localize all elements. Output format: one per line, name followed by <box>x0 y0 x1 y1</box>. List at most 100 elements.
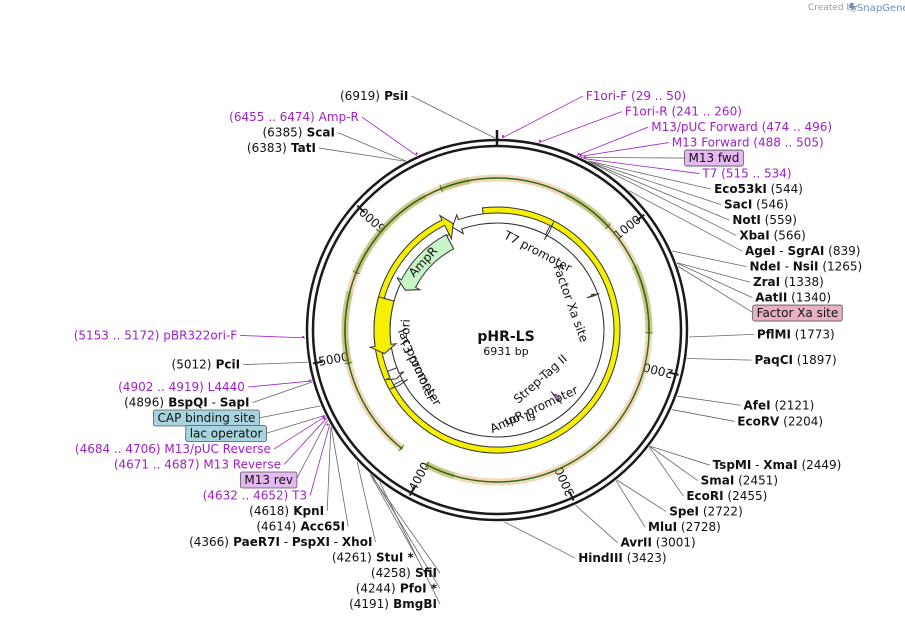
site-label-text: M13 fwd <box>688 151 739 165</box>
label-part: XmaI <box>763 458 797 472</box>
label-leader <box>240 335 306 339</box>
site-label-text: EcoRI (2455) <box>686 489 767 503</box>
label-part: (1340) <box>787 291 831 305</box>
label-leader <box>588 160 722 205</box>
label-part: (6455 .. 6474) <box>229 110 315 124</box>
site-label-6383-tati: (6383) TatI <box>247 141 316 155</box>
label-part: - <box>781 260 793 274</box>
site-label-text: (4244) PfoI * <box>356 582 438 596</box>
primer-mark <box>326 423 329 426</box>
site-label-text: SpeI (2722) <box>669 505 743 519</box>
label-leader <box>361 116 417 156</box>
label-part: T7 <box>701 167 717 181</box>
feature-arc-arrowhead <box>439 183 444 194</box>
label-part: KpnI <box>289 504 324 518</box>
label-part: SfiI <box>411 566 437 580</box>
label-part: (546) <box>752 198 788 212</box>
plasmid-name: pHR-LS <box>477 329 534 345</box>
label-leader <box>369 474 418 558</box>
tick-label: 5000 <box>317 350 350 369</box>
feature-ampr-arrow <box>396 234 455 291</box>
feature-lac-promoter-arrow <box>385 367 405 381</box>
label-leader <box>587 160 712 190</box>
site-label-text: (4632 .. 4652) T3 <box>203 489 307 503</box>
label-part: PspXI <box>292 535 330 549</box>
site-label-text: M13 Forward (488 .. 505) <box>672 136 824 150</box>
label-leader <box>252 381 313 403</box>
label-leader <box>379 481 441 605</box>
label-leader <box>538 111 622 143</box>
label-part: Eco53kI <box>714 182 767 196</box>
feature-factor-xa-site-arrow <box>586 292 600 299</box>
snapgene-logo-icon <box>849 3 856 12</box>
label-leader <box>283 418 327 465</box>
site-label-paqci-1897: PaqCI (1897) <box>755 353 837 367</box>
site-label-4671-4687-m13-reverse: (4671 .. 4687) M13 Reverse <box>114 458 281 472</box>
site-label-m13-rev: M13 rev <box>239 471 298 489</box>
site-label-text: M13/pUC Forward (474 .. 496) <box>651 120 832 134</box>
site-label-mlui-2728: MluI (2728) <box>648 520 721 534</box>
label-part: XhoI <box>342 535 373 549</box>
site-label-4614-acc65i: (4614) Acc65I <box>256 520 345 534</box>
label-leader <box>616 479 667 512</box>
label-leader <box>411 95 496 139</box>
label-part: (4244) <box>356 582 396 596</box>
feature-t3-promoter-arrow <box>390 378 409 390</box>
label-part: Amp-R <box>315 110 359 124</box>
label-part: - <box>330 535 342 549</box>
site-label-lac-operator: lac operator <box>185 425 267 442</box>
site-label-text: (6385) ScaI <box>263 126 335 140</box>
label-part: (2728) <box>677 520 721 534</box>
label-part: PfoI * <box>396 582 438 596</box>
label-part: (4261) <box>332 551 372 565</box>
label-leader <box>247 380 312 388</box>
label-part: (4632 .. 4652) <box>203 489 289 503</box>
site-label-4261-stui: (4261) StuI * <box>332 551 415 565</box>
label-part: (2455) <box>724 489 768 503</box>
site-label-text: AgeI - SgrAI (839) <box>745 244 860 258</box>
site-labels: F1ori-F (29 .. 50)F1ori-R (241 .. 260)M1… <box>74 89 862 611</box>
label-leader <box>676 262 751 283</box>
label-leader <box>295 419 328 481</box>
label-part: pBR322ori-F <box>159 328 237 342</box>
site-label-noti-559: NotI (559) <box>732 213 797 227</box>
site-label-avrii-3001: AvrII (3001) <box>620 536 695 550</box>
label-part: M13 fwd <box>688 151 739 165</box>
label-leader <box>273 415 326 450</box>
label-leader <box>330 426 349 527</box>
site-label-text: (4896) BspQI - SapI <box>124 396 249 410</box>
site-label-text: CAP binding site <box>157 411 255 425</box>
site-label-saci-546: SacI (546) <box>724 198 788 212</box>
label-leader <box>370 474 441 574</box>
feature-t7-promoter-arrow <box>543 221 555 240</box>
site-label-text: (4684 .. 4706) M13/pUC Reverse <box>75 442 271 456</box>
site-label-4896-bspqi-sapi: (4896) BspQI - SapI <box>124 396 249 410</box>
site-label-cap-binding-site: CAP binding site <box>153 409 260 427</box>
site-label-t7-515-534: T7 (515 .. 534) <box>701 167 791 181</box>
label-part: (566) <box>770 229 806 243</box>
site-label-text: AfeI (2121) <box>744 398 815 412</box>
label-leader <box>356 461 376 543</box>
label-part: M13/pUC Reverse <box>161 442 271 456</box>
site-label-4684-4706-m13-puc-reverse: (4684 .. 4706) M13/pUC Reverse <box>75 442 271 456</box>
site-label-text: HindIII (3423) <box>578 551 666 565</box>
label-part: (4896) <box>124 396 164 410</box>
site-label-text: (6919) PsiI <box>340 89 408 103</box>
label-part: SmaI <box>701 474 735 488</box>
label-leader <box>686 358 752 361</box>
feature-factor-xa-site-label: Factor Xa site <box>550 263 591 345</box>
tick-mark <box>568 491 575 502</box>
site-label-text: lac operator <box>190 427 263 441</box>
label-part: (3423) <box>623 551 667 565</box>
label-part: L4440 <box>204 380 245 394</box>
label-part: Acc65I <box>296 520 345 534</box>
site-label-4902-4919-l4440: (4902 .. 4919) L4440 <box>118 380 245 394</box>
site-label-pflmi-1773: PflMI (1773) <box>757 327 835 341</box>
site-label-text: (5153 .. 5172) pBR322ori-F <box>74 328 238 342</box>
label-part: M13/pUC Forward <box>651 120 758 134</box>
feature-arc-arrowhead <box>397 443 405 452</box>
label-part: (2451) <box>734 474 778 488</box>
label-part: - <box>208 396 220 410</box>
site-label-text: (4191) BmgBI <box>349 597 437 611</box>
label-box <box>185 425 267 442</box>
